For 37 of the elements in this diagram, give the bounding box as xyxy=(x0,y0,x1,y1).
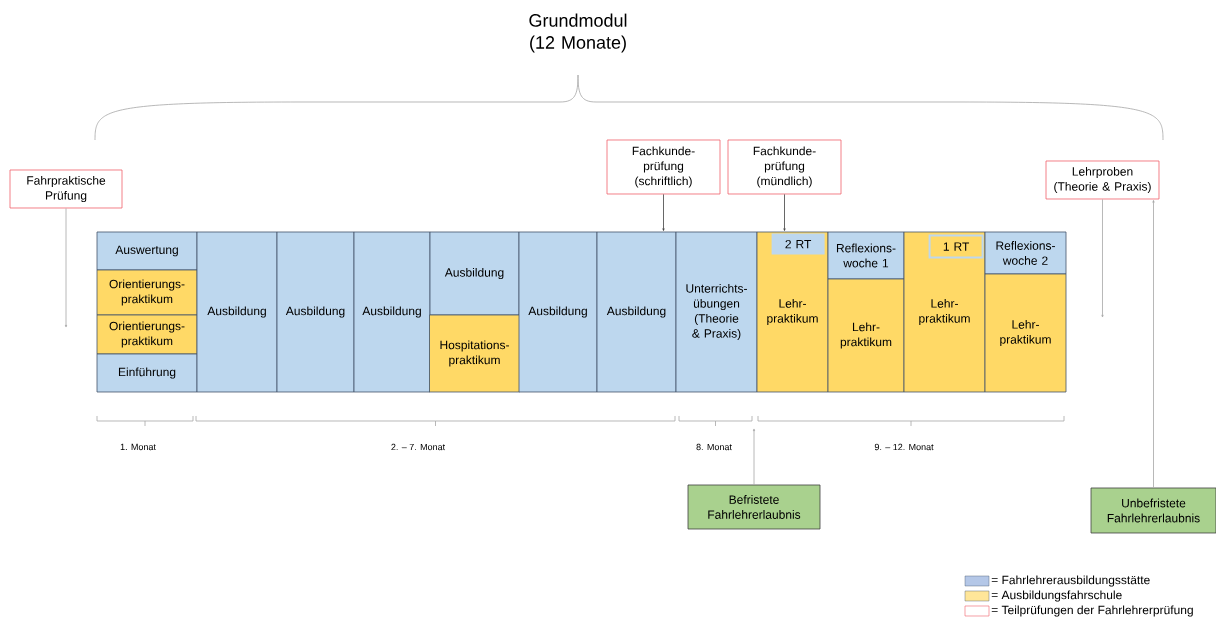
arrow xyxy=(752,428,756,485)
phase-block: Lehr- praktikum xyxy=(827,278,905,393)
phase-block: Hospitations- praktikum xyxy=(429,314,520,393)
title: Grundmodul (12 Monate) xyxy=(529,13,627,53)
phase-block: Ausbildung xyxy=(276,231,355,393)
phase-block: Einführung xyxy=(96,353,198,393)
arrow xyxy=(783,194,786,231)
arrow xyxy=(1152,200,1155,488)
period-label: 1. Monat xyxy=(120,443,156,451)
arrow xyxy=(662,194,665,231)
phase-block: Ausbildung xyxy=(429,231,520,316)
phase-block: Ausbildung xyxy=(596,231,677,393)
exam-box: Fahrpraktische Prüfung xyxy=(9,169,123,209)
phase-block: Ausbildung xyxy=(353,231,431,393)
period-label: 9. – 12. Monat xyxy=(874,443,934,451)
licence-box: Befristete Fahrlehrerlaubnis xyxy=(687,484,821,530)
phase-block: Orientierungs- praktikum xyxy=(96,314,198,355)
phase-block: Ausbildung xyxy=(196,231,278,393)
phase-block: Reflexions- woche 1 xyxy=(827,231,905,280)
phase-block: Unterrichts- übungen (Theorie & Praxis) xyxy=(675,231,758,393)
period-label: 8. Monat xyxy=(696,443,732,451)
exam-box: Fachkunde- prüfung (mündlich) xyxy=(727,139,842,195)
day-tag: 1 RT xyxy=(928,234,984,259)
legend-text: = Teilprüfungen der Fahrlehrerprüfung xyxy=(991,605,1193,617)
arrow xyxy=(64,208,68,328)
licence-box: Unbefristete Fahrlehrerlaubnis xyxy=(1090,487,1216,534)
phase-block: Reflexions- woche 2 xyxy=(984,231,1067,275)
exam-box: Lehrproben (Theorie & Praxis) xyxy=(1045,160,1160,200)
phase-block: Ausbildung xyxy=(518,231,598,393)
phase-block: Lehr- praktikum xyxy=(984,273,1067,393)
phase-block: Auswertung xyxy=(96,231,198,271)
legend-text: = Fahrlehrerausbildungsstätte xyxy=(991,575,1150,587)
phase-block: Orientierungs- praktikum xyxy=(96,269,198,316)
arrow xyxy=(1101,199,1104,318)
legend-text: = Ausbildungsfahrschule xyxy=(991,590,1122,602)
period-label: 2. – 7. Monat xyxy=(391,443,446,451)
exam-box: Fachkunde- prüfung (schriftlich) xyxy=(606,139,721,195)
